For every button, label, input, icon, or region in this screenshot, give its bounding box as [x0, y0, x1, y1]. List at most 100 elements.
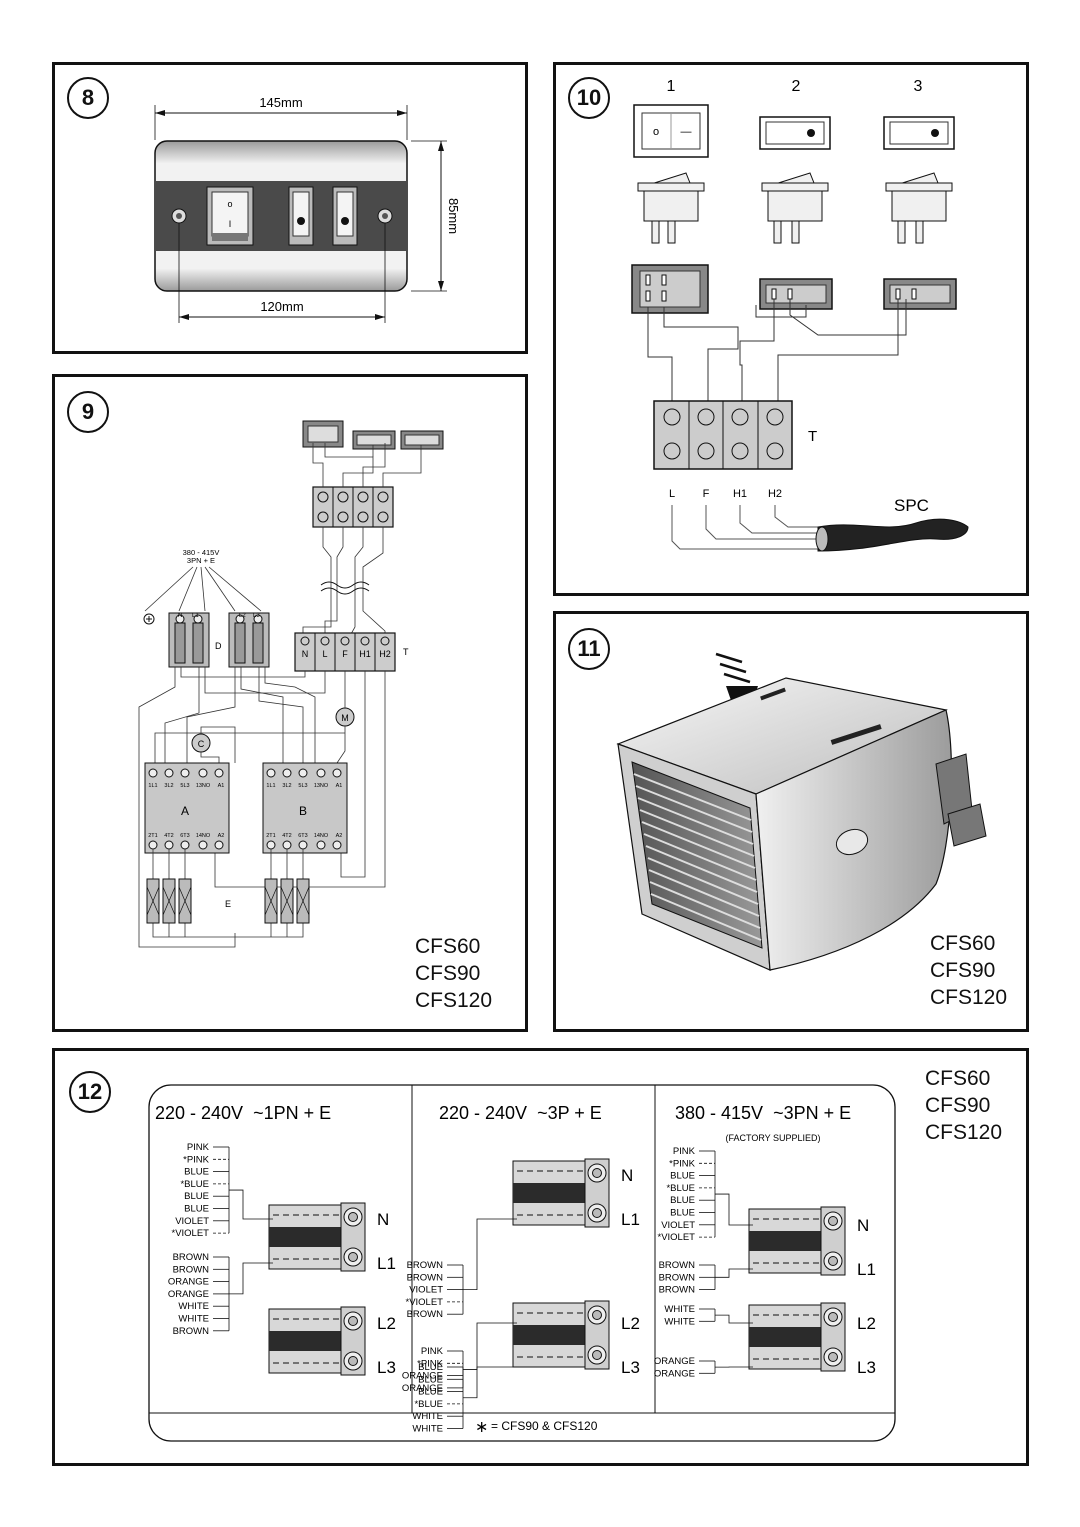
terminal-label-l1: L1: [857, 1260, 876, 1279]
panel-10: 10 1 2 3 o —: [553, 62, 1029, 596]
model-name: CFS60: [930, 932, 996, 955]
svg-text:A2: A2: [336, 833, 343, 839]
model-list: CFS60 CFS90 CFS120: [930, 930, 1007, 1011]
column-3-subtitle: (FACTORY SUPPLIED): [725, 1133, 820, 1143]
wire-label: BLUE: [184, 1204, 209, 1215]
supply-connection-table: 220 - 240V ~1PN + E 220 - 240V ~3P + E 3…: [148, 1084, 896, 1442]
model-name: CFS60: [925, 1067, 991, 1090]
wire-label: BLUE: [418, 1362, 443, 1373]
wire-label: BROWN: [659, 1260, 696, 1271]
wire-label: BROWN: [659, 1272, 696, 1283]
model-name: CFS120: [415, 989, 493, 1012]
wire-label: VIOLET: [175, 1216, 209, 1227]
terminal-block-1-1-band: [269, 1227, 341, 1247]
svg-text:I: I: [229, 219, 232, 229]
terminal-block-2-2-band: [513, 1325, 585, 1345]
terminal-block-3-1-band: [749, 1231, 821, 1251]
svg-text:C: C: [198, 739, 205, 749]
terminal-label-l3: L3: [621, 1358, 640, 1377]
wire-label: PINK: [187, 1142, 210, 1153]
wire-label: BLUE: [418, 1387, 443, 1398]
panel-8: 8 145mm o I: [52, 62, 528, 354]
supply-phase-label: 3PN + E: [187, 556, 215, 565]
model-name: CFS90: [925, 1094, 991, 1117]
wire-label: *PINK: [183, 1154, 210, 1165]
wire-label: *PINK: [669, 1158, 696, 1169]
heating-elements: [146, 878, 310, 924]
svg-text:L3: L3: [253, 613, 260, 619]
wire-label: WHITE: [178, 1301, 209, 1312]
footnote: = CFS90 & CFS120: [491, 1419, 598, 1433]
wire-label: WHITE: [412, 1424, 443, 1435]
svg-text:14NO: 14NO: [196, 833, 211, 839]
wall-bracket: [935, 753, 987, 847]
wire-label: BLUE: [670, 1208, 695, 1219]
wire-label: ORANGE: [654, 1368, 695, 1379]
model-name: CFS60: [415, 935, 481, 958]
cable-label: SPC: [894, 496, 929, 515]
switch-wiring-diagram: 1 2 3 o —: [631, 78, 969, 552]
footnote-mark: ∗: [475, 1419, 488, 1436]
wire-label: VIOLET: [661, 1220, 695, 1231]
heater-side-badge: [835, 828, 869, 856]
wire-label: *PINK: [417, 1358, 444, 1369]
svg-text:4T2: 4T2: [282, 833, 291, 839]
terminal-label-l1: L1: [621, 1210, 640, 1229]
terminal-block-2-1-band: [513, 1183, 585, 1203]
svg-text:6T3: 6T3: [298, 833, 307, 839]
terminal-h1: H1: [733, 488, 747, 500]
spc-cable: [817, 518, 969, 552]
terminal-label-l1: L1: [377, 1254, 396, 1273]
wire-label: BROWN: [173, 1252, 210, 1263]
wire-label: BLUE: [184, 1167, 209, 1178]
svg-text:A: A: [181, 804, 189, 818]
terminal-label-l3: L3: [377, 1358, 396, 1377]
panel-number: 10: [568, 77, 610, 119]
svg-text:M: M: [341, 713, 349, 723]
element-label: E: [225, 899, 231, 909]
svg-text:5L3: 5L3: [298, 783, 307, 789]
wire-label: ORANGE: [168, 1277, 209, 1288]
svg-text:B: B: [299, 804, 307, 818]
svg-text:2T1: 2T1: [148, 833, 157, 839]
contactor-b: 1L1 3L2 5L3 13NO A1 B 2T1 4T2 6T3 14NO A…: [262, 762, 348, 854]
svg-text:N: N: [178, 613, 182, 619]
supply-voltage-label: 380 - 415V: [183, 548, 220, 557]
panel-number: 12: [69, 1071, 111, 1113]
terminal-label-n: N: [857, 1216, 869, 1235]
d-label: D: [215, 641, 222, 651]
contactor-a: 1L1 3L2 5L3 13NO A1 A 2T1 4T2 6T3 14NO A…: [144, 762, 230, 854]
svg-text:13NO: 13NO: [314, 783, 329, 789]
terminal-label-n: N: [377, 1210, 389, 1229]
pitch-label: 120mm: [260, 299, 303, 314]
switch-2-side: [761, 172, 829, 244]
column-2-title: 220 - 240V ~3P + E: [439, 1103, 602, 1123]
svg-text:L1: L1: [192, 613, 199, 619]
wire-label: ORANGE: [654, 1356, 695, 1367]
t-terminal-h2: H2: [379, 649, 391, 659]
svg-text:L2: L2: [239, 613, 246, 619]
d-terminal-2: [228, 612, 270, 668]
svg-text:A2: A2: [218, 833, 225, 839]
wire-label: BLUE: [670, 1195, 695, 1206]
wire-label: WHITE: [664, 1304, 695, 1315]
panel-11: 11: [553, 611, 1029, 1032]
svg-text:o: o: [653, 126, 659, 138]
svg-text:4T2: 4T2: [164, 833, 173, 839]
wire-label: ORANGE: [402, 1371, 443, 1382]
switch-number-3: 3: [914, 78, 923, 95]
t-terminal-l: L: [322, 649, 327, 659]
height-label: 85mm: [446, 198, 461, 234]
wire-label: VIOLET: [409, 1285, 443, 1296]
wire-label: ORANGE: [168, 1289, 209, 1300]
svg-text:5L3: 5L3: [180, 783, 189, 789]
wire-label: BLUE: [418, 1374, 443, 1385]
svg-text:3L2: 3L2: [282, 783, 291, 789]
wire-label: *BLUE: [666, 1183, 695, 1194]
wire-label: *BLUE: [414, 1399, 443, 1410]
model-name: CFS120: [930, 986, 1008, 1009]
svg-text:13NO: 13NO: [196, 783, 211, 789]
panel-number: 8: [67, 77, 109, 119]
column-1-title: 220 - 240V ~1PN + E: [155, 1103, 331, 1123]
t-label: T: [403, 647, 409, 657]
